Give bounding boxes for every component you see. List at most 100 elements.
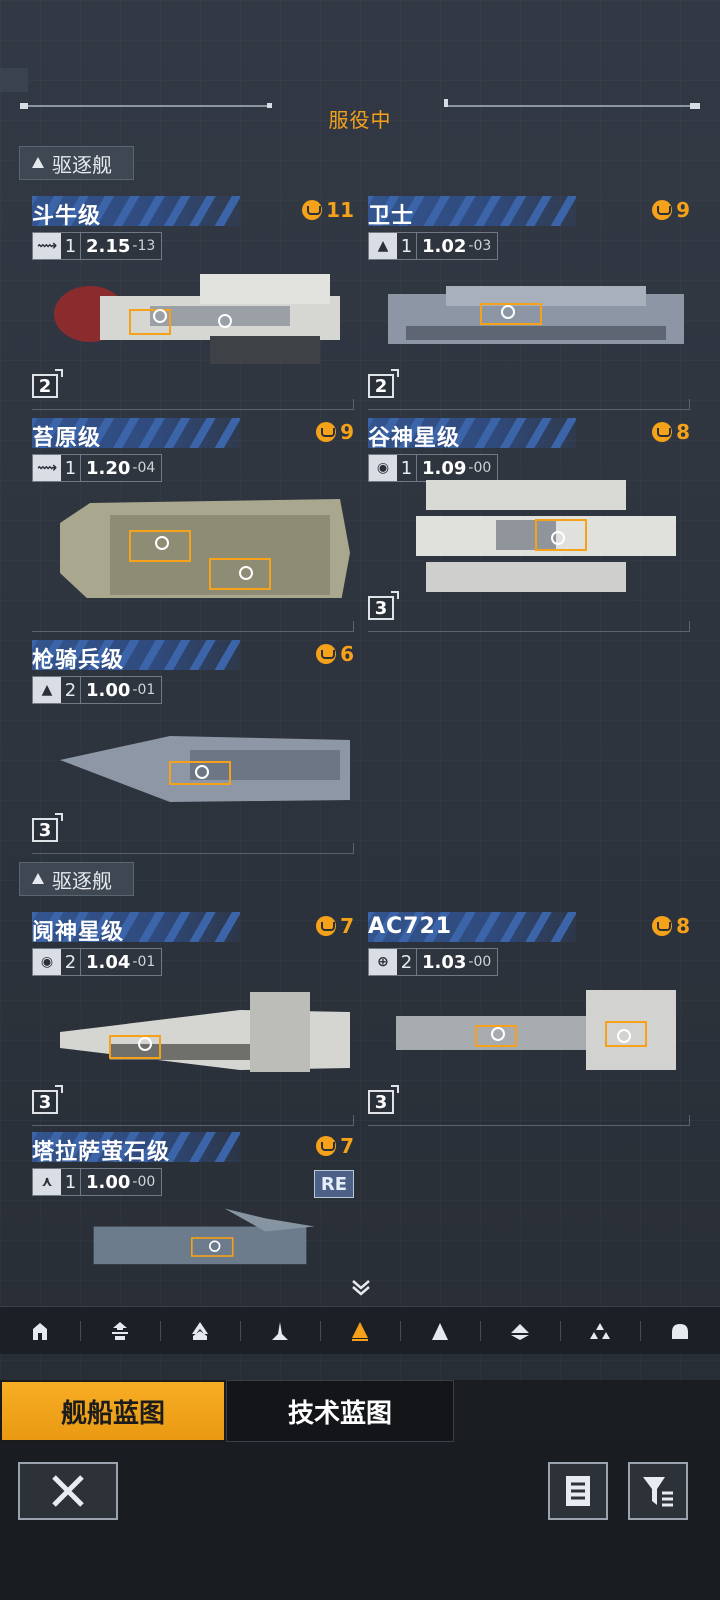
ship-image [60, 992, 350, 1072]
section-label-destroyer[interactable]: 驱逐舰 [19, 862, 134, 896]
dome-icon [672, 1323, 688, 1339]
aircraft-icon: ⋏ [33, 1169, 61, 1195]
tier: 1 [61, 1169, 81, 1195]
status-header: 服役中 [0, 96, 720, 136]
version: 1.00-00 [81, 1169, 161, 1195]
filter-cruiser[interactable] [400, 1307, 480, 1354]
version-box: ◉ 2 1.04-01 [32, 948, 163, 976]
list-button[interactable] [548, 1462, 608, 1520]
version-sub: -03 [468, 238, 492, 254]
filter-sort-button[interactable] [628, 1462, 688, 1520]
cost-value: 7 [340, 1134, 354, 1158]
version-box: ▲ 2 1.00-01 [32, 676, 163, 704]
count-badge: 3 [368, 591, 399, 620]
section-label-text: 驱逐舰 [52, 152, 112, 177]
version: 1.20-04 [81, 455, 161, 481]
command-point-icon [652, 200, 673, 220]
name-bar [32, 196, 240, 226]
ship-cost: 9 [652, 198, 690, 222]
ship-image [60, 499, 350, 598]
close-button[interactable] [18, 1462, 118, 1520]
ship-name: 苔原级 [32, 426, 102, 451]
version-sub: -13 [132, 238, 156, 254]
filter-battlecruiser[interactable] [480, 1307, 560, 1354]
tier: 2 [397, 949, 417, 975]
cruiser-icon [432, 1322, 448, 1340]
ship-card[interactable]: 枪骑兵级 6 ▲ 2 1.00-01 3 [32, 640, 354, 870]
filter-icon [643, 1477, 673, 1507]
ship-image [60, 736, 350, 802]
ship-cost: 8 [652, 420, 690, 444]
ship-card[interactable]: 谷神星级 8 ◉ 1 1.09-00 3 [368, 418, 690, 648]
filter-home[interactable] [0, 1307, 80, 1354]
ship-name: AC721 [368, 914, 453, 939]
tier: 2 [61, 677, 81, 703]
filter-carrier[interactable] [560, 1307, 640, 1354]
section-label-destroyer[interactable]: 驱逐舰 [19, 146, 134, 180]
re-badge: RE [314, 1170, 354, 1198]
cost-value: 7 [340, 914, 354, 938]
ship-name: 斗牛级 [32, 204, 102, 229]
battlecruiser-icon [511, 1323, 529, 1340]
name-bar [368, 912, 576, 942]
version: 1.09-00 [417, 455, 497, 481]
command-point-icon [302, 200, 323, 220]
version-sub: -00 [468, 954, 492, 970]
tier: 1 [61, 233, 81, 259]
document-list-icon [566, 1476, 590, 1506]
command-point-icon [652, 916, 673, 936]
version-main: 1.02 [422, 235, 467, 257]
tier: 1 [61, 455, 81, 481]
filter-frigate[interactable] [240, 1307, 320, 1354]
ship-card[interactable]: 卫士 9 ▲ 1 1.02-03 2 [368, 196, 690, 426]
tab-ship-blueprint[interactable]: 舰船蓝图 [0, 1380, 226, 1442]
ship-card[interactable]: AC721 8 ⊕ 2 1.03-00 3 [368, 912, 690, 1142]
radar-icon: ◉ [369, 455, 397, 481]
version: 2.15-13 [81, 233, 161, 259]
ship-name: 塔拉萨萤石级 [32, 1140, 171, 1165]
chevron-down-icon[interactable] [350, 1275, 372, 1297]
header-line-left [20, 103, 272, 109]
version-box: ▲ 1 1.02-03 [368, 232, 499, 260]
version-main: 1.20 [86, 457, 131, 479]
ship-cost: 9 [316, 420, 354, 444]
version-box: ⟿ 1 1.20-04 [32, 454, 163, 482]
cost-value: 6 [340, 642, 354, 666]
corner-decoration [0, 68, 28, 92]
globe-icon: ⊕ [369, 949, 397, 975]
cost-value: 8 [676, 914, 690, 938]
frigate-icon: ▲ [33, 677, 61, 703]
ship-card[interactable]: 斗牛级 11 ⟿ 1 2.15-13 2 [32, 196, 354, 426]
filter-destroyer[interactable] [320, 1307, 400, 1354]
ship-image [388, 286, 684, 344]
frigate-icon [272, 1321, 288, 1340]
card-baseline [368, 1115, 690, 1126]
ship-image [93, 1208, 315, 1265]
filter-fighter[interactable] [160, 1307, 240, 1354]
count-badge: 2 [32, 369, 63, 398]
version-main: 2.15 [86, 235, 131, 257]
name-bar [368, 418, 576, 448]
tab-tech-blueprint[interactable]: 技术蓝图 [226, 1380, 454, 1442]
ship-name: 枪骑兵级 [32, 648, 125, 673]
filter-upgrade[interactable] [80, 1307, 160, 1354]
version: 1.03-00 [417, 949, 497, 975]
card-baseline [32, 621, 354, 632]
tier: 1 [397, 455, 417, 481]
ship-card[interactable]: 苔原级 9 ⟿ 1 1.20-04 [32, 418, 354, 648]
command-point-icon [652, 422, 673, 442]
ship-card[interactable]: 塔拉萨萤石级 7 ⋏ 1 1.00-00 RE [32, 1132, 354, 1302]
cost-value: 8 [676, 420, 690, 444]
version-sub: -00 [132, 1174, 156, 1190]
filter-battleship[interactable] [640, 1307, 720, 1354]
ship-cost: 11 [302, 198, 354, 222]
ship-type-filter-bar [0, 1306, 720, 1354]
section-label-text: 驱逐舰 [52, 868, 112, 893]
chevron-ship-icon [192, 1321, 208, 1340]
version-sub: -00 [468, 460, 492, 476]
card-baseline [32, 1115, 354, 1126]
version-main: 1.09 [422, 457, 467, 479]
card-baseline [368, 621, 690, 632]
name-bar [368, 196, 576, 226]
ship-card[interactable]: 阋神星级 7 ◉ 2 1.04-01 3 [32, 912, 354, 1142]
